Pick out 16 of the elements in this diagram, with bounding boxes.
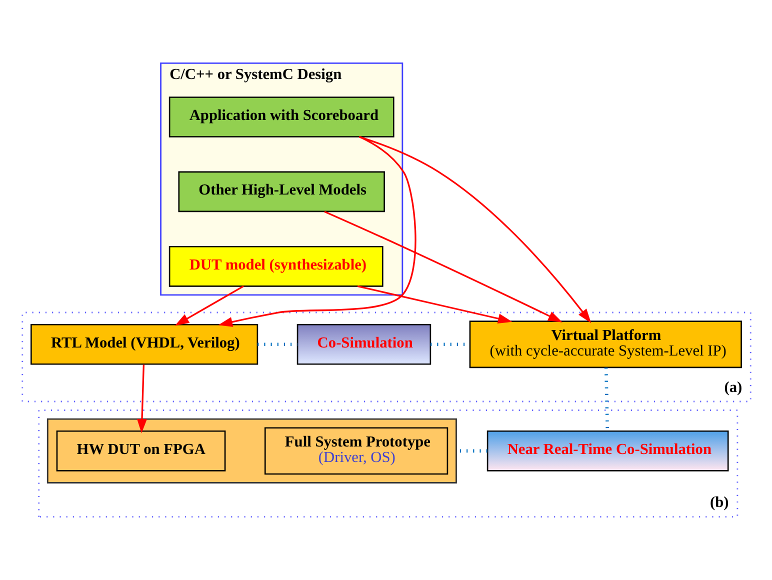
node-box: Near Real-Time Co-Simulation (486, 430, 728, 472)
node-box: RTL Model (VHDL, Verilog) (30, 324, 258, 365)
arrow (358, 136, 591, 324)
connector (604, 368, 609, 431)
node-box: Virtual Platform (with cycle-accurate System-Level IP) (468, 320, 742, 368)
arrow (356, 285, 512, 324)
arrow (218, 136, 416, 327)
arrow (324, 210, 562, 322)
node-box: DUT model (synthesizable) (168, 246, 383, 287)
arrow (174, 286, 244, 326)
node-box: Application with Scoreboard (168, 96, 394, 138)
node-box: Co-Simulation (296, 324, 431, 365)
node-box: HW DUT on FPGA (56, 430, 226, 472)
node-box: Full System Prototype (Driver, OS) (264, 427, 448, 475)
node-box: Other High-Level Models (178, 171, 384, 212)
arrow (136, 364, 146, 434)
